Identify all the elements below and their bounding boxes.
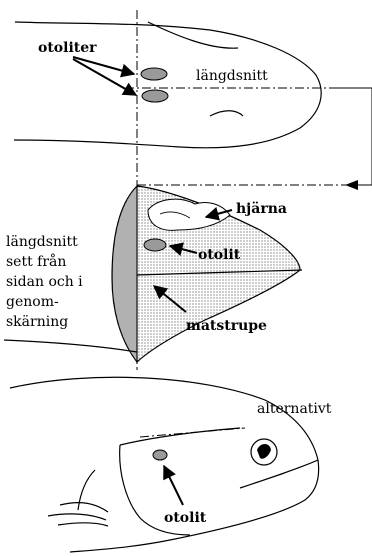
cut-line-horizontal-bottom bbox=[140, 428, 245, 437]
arrow-otolit-bottom bbox=[164, 466, 183, 505]
otolith-bottom bbox=[153, 450, 167, 460]
label-langdsnitt-top: längdsnitt bbox=[196, 68, 268, 84]
otolith-upper bbox=[141, 68, 167, 80]
arrow-otoliter-1 bbox=[73, 57, 134, 74]
label-alternativt: alternativt bbox=[257, 401, 332, 417]
connector-arrow bbox=[345, 180, 358, 190]
label-otoliter: otoliter bbox=[38, 40, 97, 56]
side-note-line-5: skärning bbox=[6, 314, 68, 330]
label-matstrupe: matstrupe bbox=[186, 318, 267, 334]
label-otolit-bottom: otolit bbox=[164, 510, 207, 526]
otolith-mid bbox=[144, 239, 166, 251]
arrow-otoliter-2 bbox=[73, 59, 136, 95]
connector-route bbox=[332, 88, 372, 185]
otolith-lower bbox=[142, 90, 168, 102]
label-otolit-mid: otolit bbox=[198, 247, 241, 263]
side-note: längdsnitt sett från sidan och i genom- … bbox=[6, 234, 83, 330]
side-note-line-1: längdsnitt bbox=[6, 234, 78, 250]
side-note-line-2: sett från bbox=[6, 253, 66, 270]
side-note-line-3: sidan och i bbox=[6, 274, 83, 290]
side-note-line-4: genom- bbox=[6, 294, 59, 310]
label-hjarna: hjärna bbox=[236, 201, 287, 217]
